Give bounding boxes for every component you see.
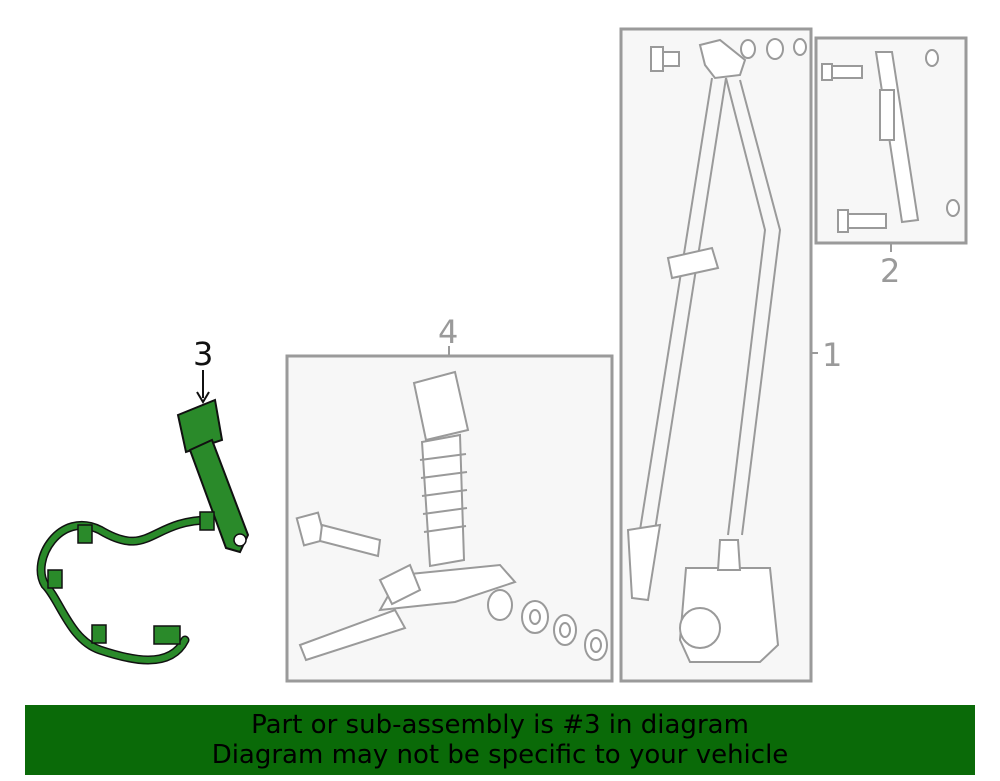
callout-part-3: 3 xyxy=(193,335,214,373)
parts-diagram xyxy=(36,27,968,683)
callout-part-4: 4 xyxy=(438,313,459,351)
banner-line-1: Part or sub-assembly is #3 in diagram xyxy=(251,710,749,740)
height-adjuster-icon xyxy=(821,49,960,233)
info-banner: Part or sub-assembly is #3 in diagram Di… xyxy=(25,705,975,775)
banner-line-2: Diagram may not be specific to your vehi… xyxy=(211,740,789,770)
seat-belt-retractor-icon xyxy=(626,38,807,663)
seat-belt-buckle-icon xyxy=(295,370,608,662)
seat-belt-buckle-harness-icon xyxy=(36,370,250,665)
callout-part-1: 1 xyxy=(822,336,843,374)
callout-part-2: 2 xyxy=(880,252,901,290)
